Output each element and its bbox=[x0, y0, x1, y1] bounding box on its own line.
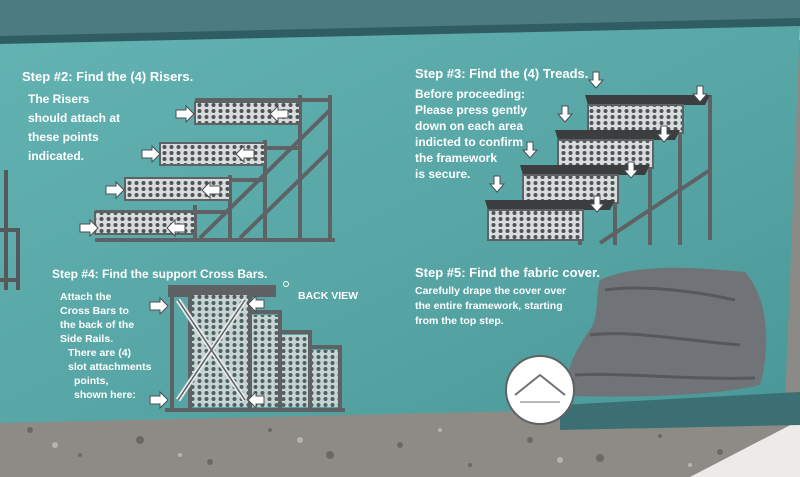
step3-line-3: down on each area bbox=[415, 119, 524, 133]
step5-line-2: the entire framework, starting bbox=[415, 300, 563, 312]
step5-title: Step #5: Find the fabric cover. bbox=[415, 265, 600, 280]
step5-line-1: Carefully drape the cover over bbox=[415, 285, 567, 297]
granite-light-speckles bbox=[52, 428, 692, 467]
step3-line-5: the framework bbox=[415, 151, 498, 165]
step3-line-6: is secure. bbox=[415, 167, 471, 181]
treads-diagram bbox=[485, 71, 712, 245]
step5-line-3: from the top step. bbox=[415, 315, 504, 327]
granite-speckles bbox=[27, 427, 723, 467]
step4-line-2: Cross Bars to bbox=[60, 305, 129, 317]
step3-line-2: Please press gently bbox=[415, 103, 528, 117]
step2-title: Step #2: Find the (4) Risers. bbox=[22, 69, 194, 84]
fabric-cover bbox=[505, 267, 767, 425]
step4-line-4: Side Rails. bbox=[60, 333, 114, 345]
step4-line-1: Attach the bbox=[60, 291, 112, 303]
step3-title: Step #3: Find the (4) Treads. bbox=[415, 66, 589, 81]
step2-line-4: indicated. bbox=[28, 149, 85, 163]
step3-line-4: indicted to confirm bbox=[415, 135, 523, 149]
step4-line-3: the back of the bbox=[60, 319, 135, 331]
risers-diagram bbox=[79, 95, 335, 242]
step5-title-emphasis: fabric cover. bbox=[523, 265, 600, 280]
step3-line-1: Before proceeding: bbox=[415, 87, 526, 101]
step2-line-3: these points bbox=[28, 130, 99, 144]
step4-line-5: There are (4) bbox=[68, 347, 132, 359]
step4-title: Step #4: Find the support Cross Bars. bbox=[52, 267, 268, 281]
cross-bars-diagram bbox=[149, 281, 345, 412]
box-top bbox=[0, 0, 800, 40]
partial-stair-left bbox=[0, 170, 20, 290]
white-cabinet-corner bbox=[690, 420, 800, 477]
step4-line-8: shown here: bbox=[74, 389, 136, 401]
step2-line-1: The Risers bbox=[28, 92, 90, 106]
back-view-label: BACK VIEW bbox=[298, 290, 359, 302]
step5-title-prefix: Step #5: Find the bbox=[415, 265, 524, 280]
step2-line-2: should attach at bbox=[28, 111, 121, 125]
step4-line-7: points, bbox=[74, 375, 109, 387]
box-bottom-band bbox=[560, 392, 800, 430]
step4-line-6: slot attachments bbox=[68, 361, 152, 373]
